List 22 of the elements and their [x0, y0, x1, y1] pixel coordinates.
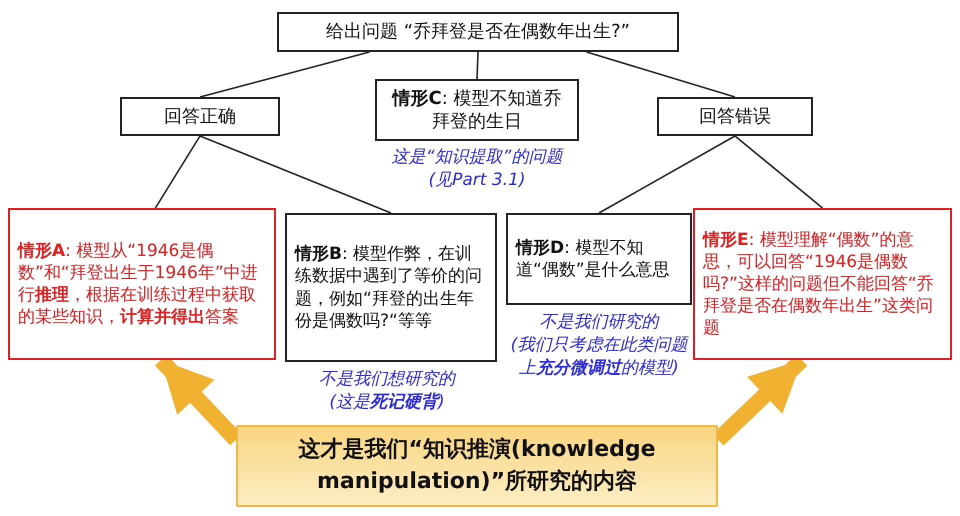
annotation-text: 这是“知识提取”的问题 — [390, 146, 565, 169]
annotation-text: (这是死记硬背) — [328, 390, 446, 414]
connector-line — [598, 135, 736, 214]
question-box: 给出问题 “乔拜登是否在偶数年出生?” — [277, 12, 679, 52]
annotation-text: 不是我们研究的 — [538, 311, 661, 334]
outcome-box: 回答正确 — [120, 97, 280, 136]
annotation-text: (我们只考虑在此类问题上充分微调过的模型) — [510, 334, 690, 380]
annotation-text: 不是我们想研究的 — [318, 368, 458, 391]
outcome-box: 回答错误 — [657, 97, 813, 136]
case-box: 情形C: 模型不知道乔拜登的生日 — [375, 79, 579, 141]
case-box: 情形E: 模型理解“偶数”的意思，可以回答“1946是偶数吗?”这样的问题但不能回答“乔拜登是否在偶数年出生”这类问题 — [693, 208, 952, 360]
connector-line — [154, 136, 201, 208]
connector-line — [734, 135, 823, 209]
conclusion-box: 这才是我们“知识推演(knowledge manipulation)”所研究的内容 — [236, 425, 718, 507]
annotation-text: (见Part 3.1) — [427, 168, 527, 192]
case-box: 情形D: 模型不知道“偶数”是什么意思 — [506, 213, 692, 305]
connector-line — [200, 135, 392, 214]
case-box: 情形B: 模型作弊，在训练数据中遇到了等价的问题，例如“拜登的出生年份是偶数吗?“等等 — [285, 213, 497, 362]
connector-line — [476, 52, 479, 80]
connector-line — [200, 51, 370, 98]
case-box: 情形A: 模型从“1946是偶数”和“拜登出生于1946年”中进行推理，根据在训练过程中获取的某些知识，计算并得出答案 — [8, 208, 276, 360]
connector-line — [586, 51, 736, 98]
